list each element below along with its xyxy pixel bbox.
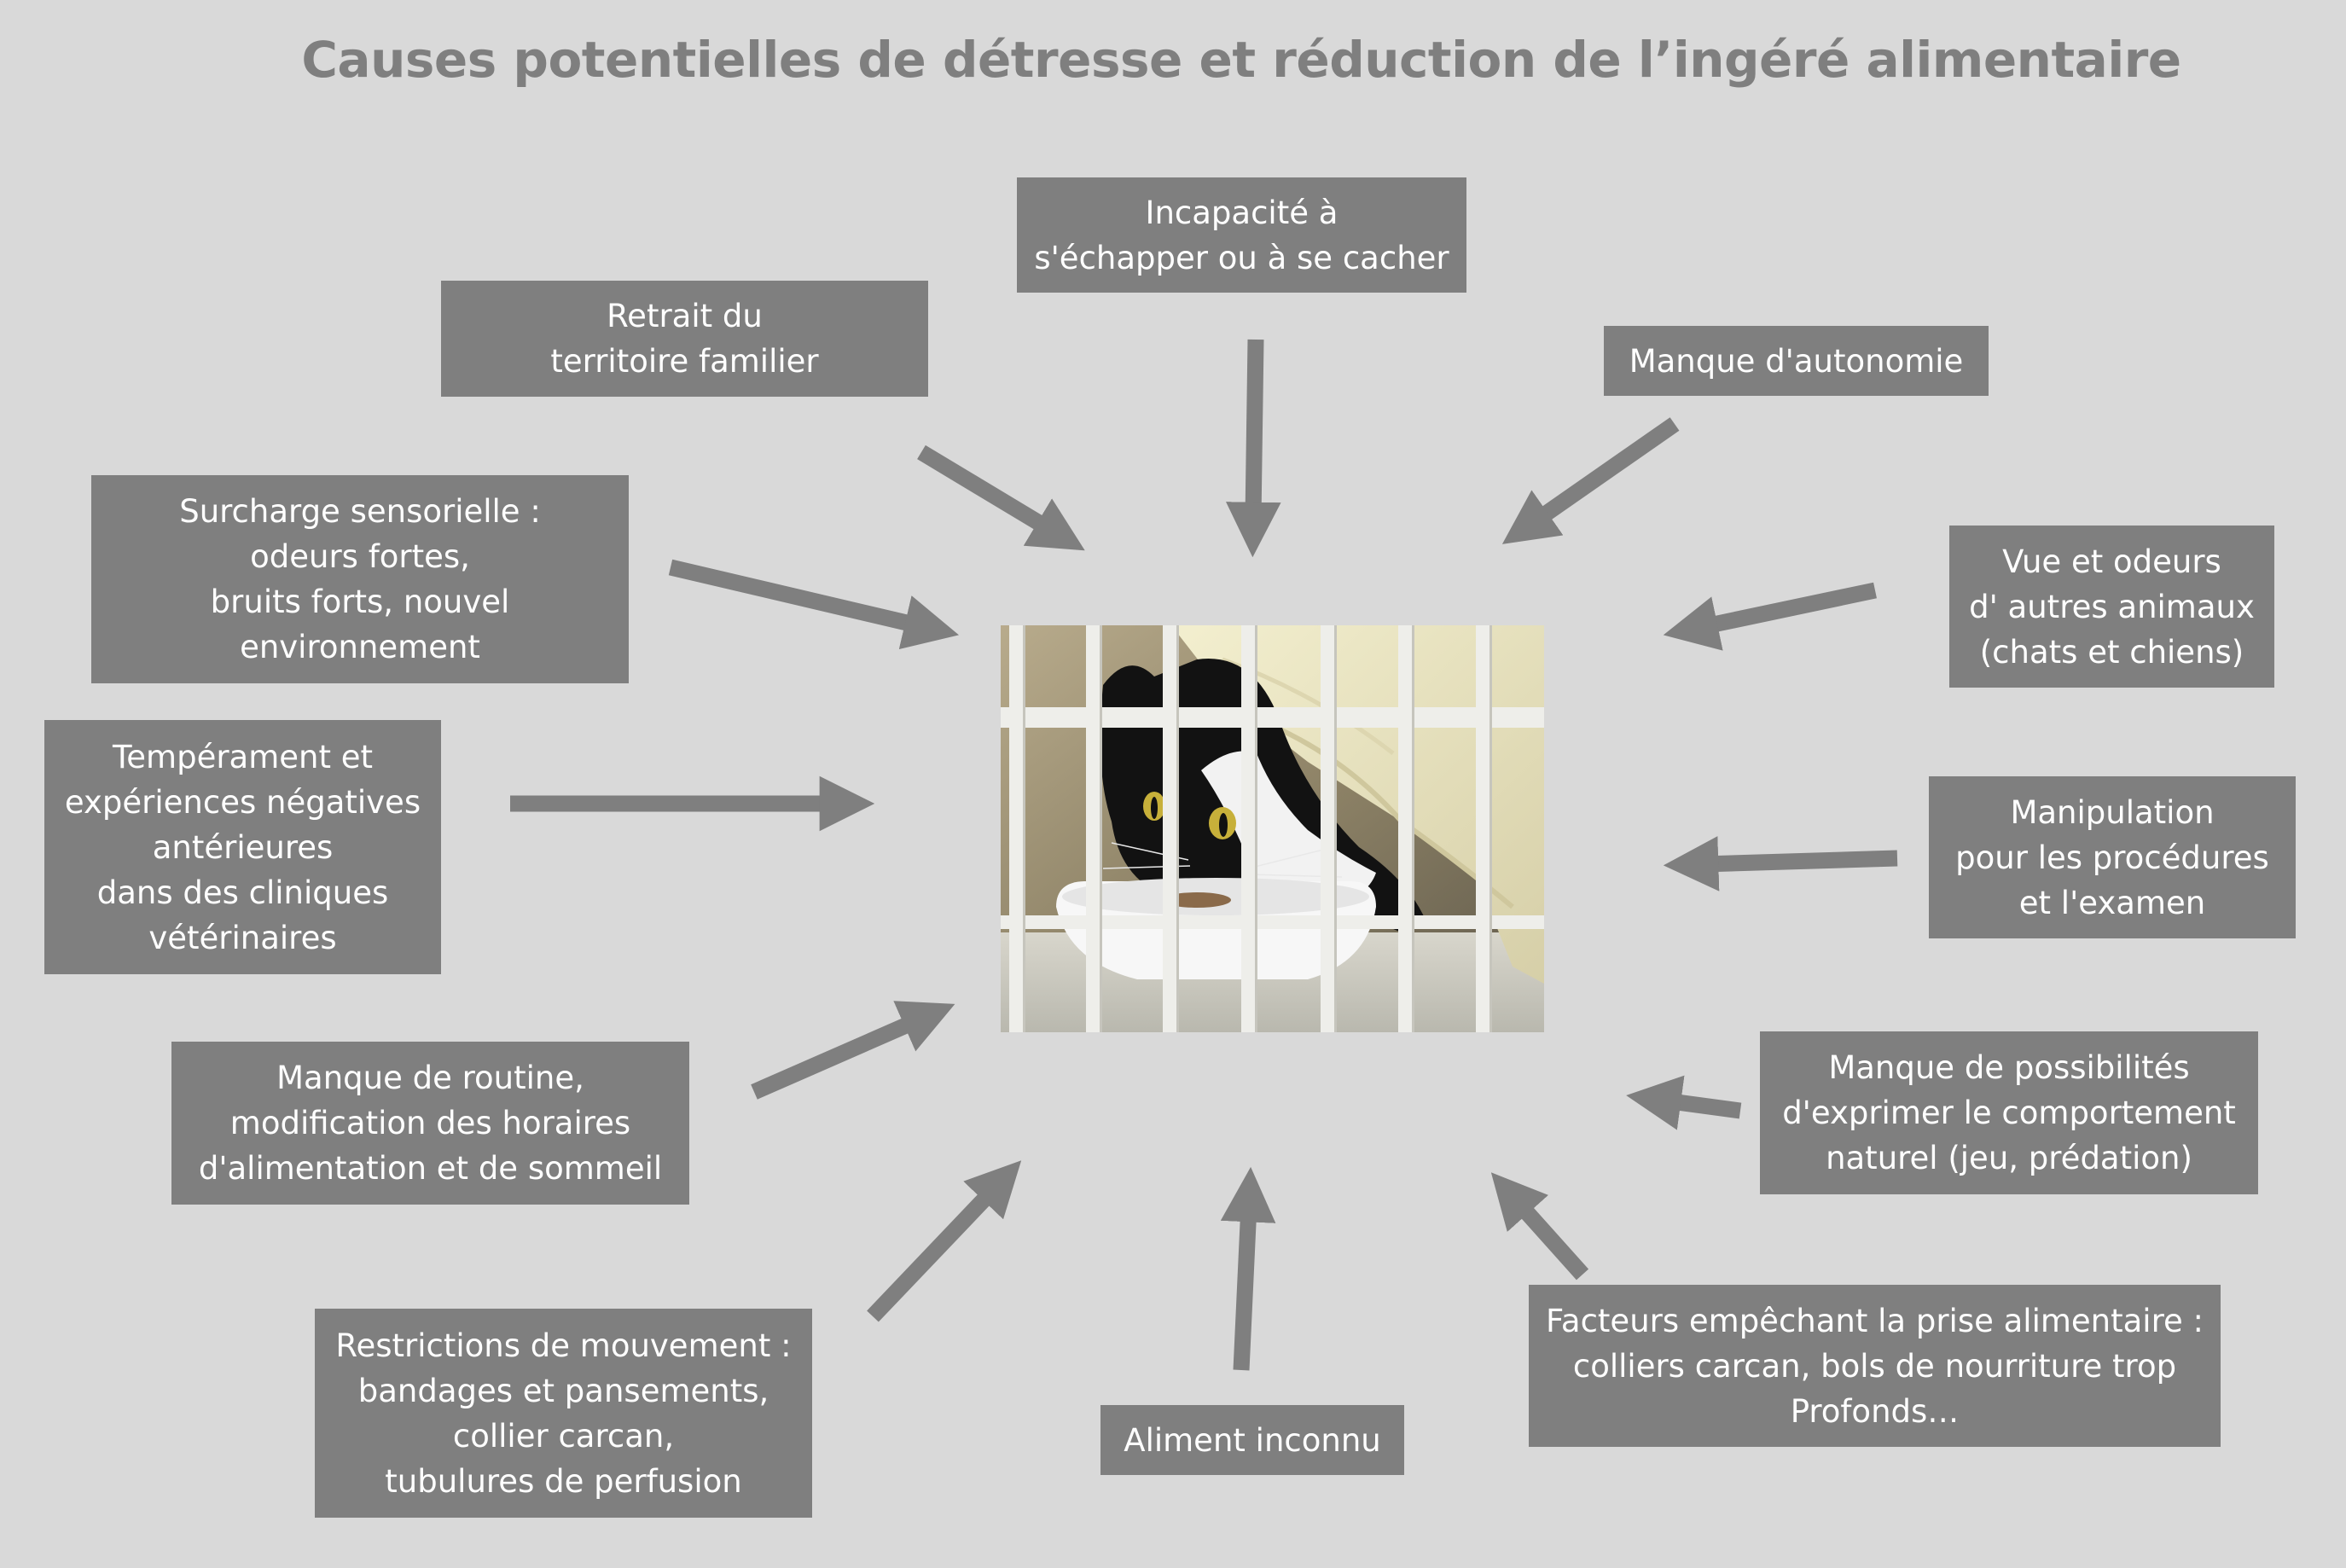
- cause-text-unknown-food: Aliment inconnu: [1124, 1421, 1381, 1459]
- cause-box-unknown-food: Aliment inconnu: [1100, 1405, 1404, 1475]
- cause-box-escape: Incapacité à s'échapper ou à se cacher: [1017, 177, 1466, 293]
- arrow-escape: [1225, 339, 1281, 558]
- cause-box-other-animals: Vue et odeurs d' autres animaux (chats e…: [1949, 526, 2274, 688]
- arrow-sensory: [668, 559, 960, 650]
- cause-box-handling: Manipulation pour les procédures et l'ex…: [1929, 776, 2296, 938]
- arrow-other-animals: [1663, 582, 1877, 651]
- cause-box-autonomy: Manque d'autonomie: [1604, 326, 1989, 396]
- cause-text-territory: Retrait du territoire familier: [550, 298, 819, 380]
- cause-text-autonomy: Manque d'autonomie: [1629, 342, 1964, 380]
- cause-text-temperament: Tempérament et expériences négatives ant…: [64, 738, 421, 956]
- cause-text-handling: Manipulation pour les procédures et l'ex…: [1955, 793, 2269, 921]
- cause-box-behavior: Manque de possibilités d'exprimer le com…: [1760, 1031, 2258, 1194]
- arrow-territory: [917, 444, 1085, 551]
- arrow-autonomy: [1501, 417, 1680, 544]
- cause-box-routine: Manque de routine, modification des hora…: [171, 1042, 689, 1205]
- arrow-handling: [1663, 836, 1898, 891]
- cause-text-sensory: Surcharge sensorielle : odeurs fortes, b…: [179, 493, 541, 665]
- cause-text-other-animals: Vue et odeurs d' autres animaux (chats e…: [1969, 543, 2255, 671]
- arrow-feeding-obstacles: [1490, 1172, 1589, 1281]
- arrow-movement: [867, 1160, 1022, 1322]
- cause-box-movement: Restrictions de mouvement : bandages et …: [315, 1309, 812, 1518]
- cause-text-feeding-obstacles: Facteurs empêchant la prise alimentaire …: [1546, 1302, 2204, 1430]
- cause-text-escape: Incapacité à s'échapper ou à se cacher: [1034, 194, 1449, 276]
- diagram-title: Causes potentielles de détresse et réduc…: [301, 31, 2181, 89]
- arrow-behavior: [1626, 1075, 1742, 1130]
- cause-box-territory: Retrait du territoire familier: [441, 281, 928, 397]
- cause-box-feeding-obstacles: Facteurs empêchant la prise alimentaire …: [1529, 1285, 2221, 1447]
- cause-text-movement: Restrictions de mouvement : bandages et …: [335, 1327, 792, 1500]
- cause-box-temperament: Tempérament et expériences négatives ant…: [44, 720, 441, 974]
- cause-box-sensory: Surcharge sensorielle : odeurs fortes, b…: [91, 475, 629, 683]
- cause-text-behavior: Manque de possibilités d'exprimer le com…: [1782, 1049, 2236, 1176]
- cat-in-cage-photo: [1001, 625, 1544, 1032]
- cause-text-routine: Manque de routine, modification des hora…: [198, 1060, 663, 1187]
- arrow-routine: [751, 1001, 955, 1100]
- arrow-unknown-food: [1220, 1166, 1276, 1371]
